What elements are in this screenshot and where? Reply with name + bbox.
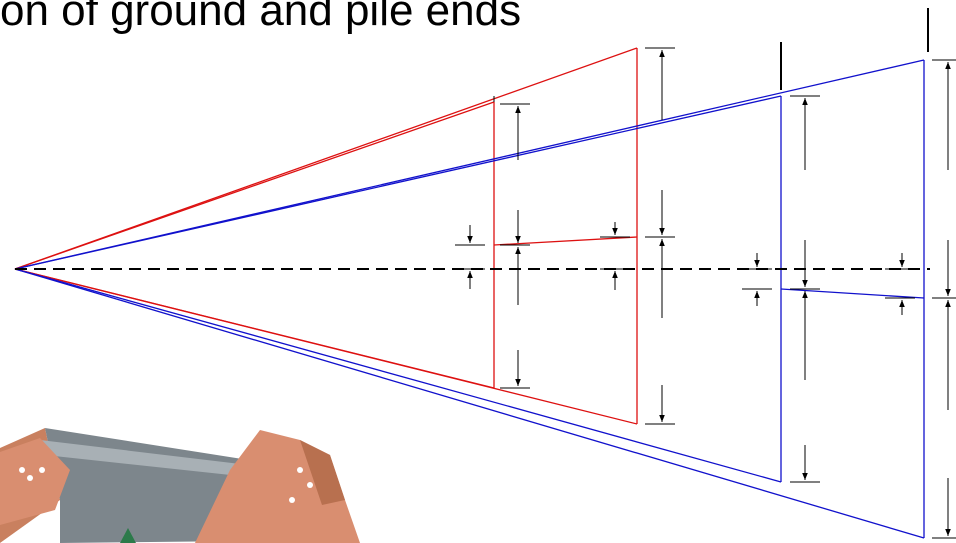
red-pile-outline [14,47,638,425]
top-leader-marks [493,8,929,102]
steel-pile-frame-illustration [0,428,360,543]
blue-pile-outline [14,59,925,539]
slide-title: on of ground and pile ends [0,0,522,35]
blue-dimension-arrows [742,59,956,539]
red-dimension-arrows [455,47,675,425]
